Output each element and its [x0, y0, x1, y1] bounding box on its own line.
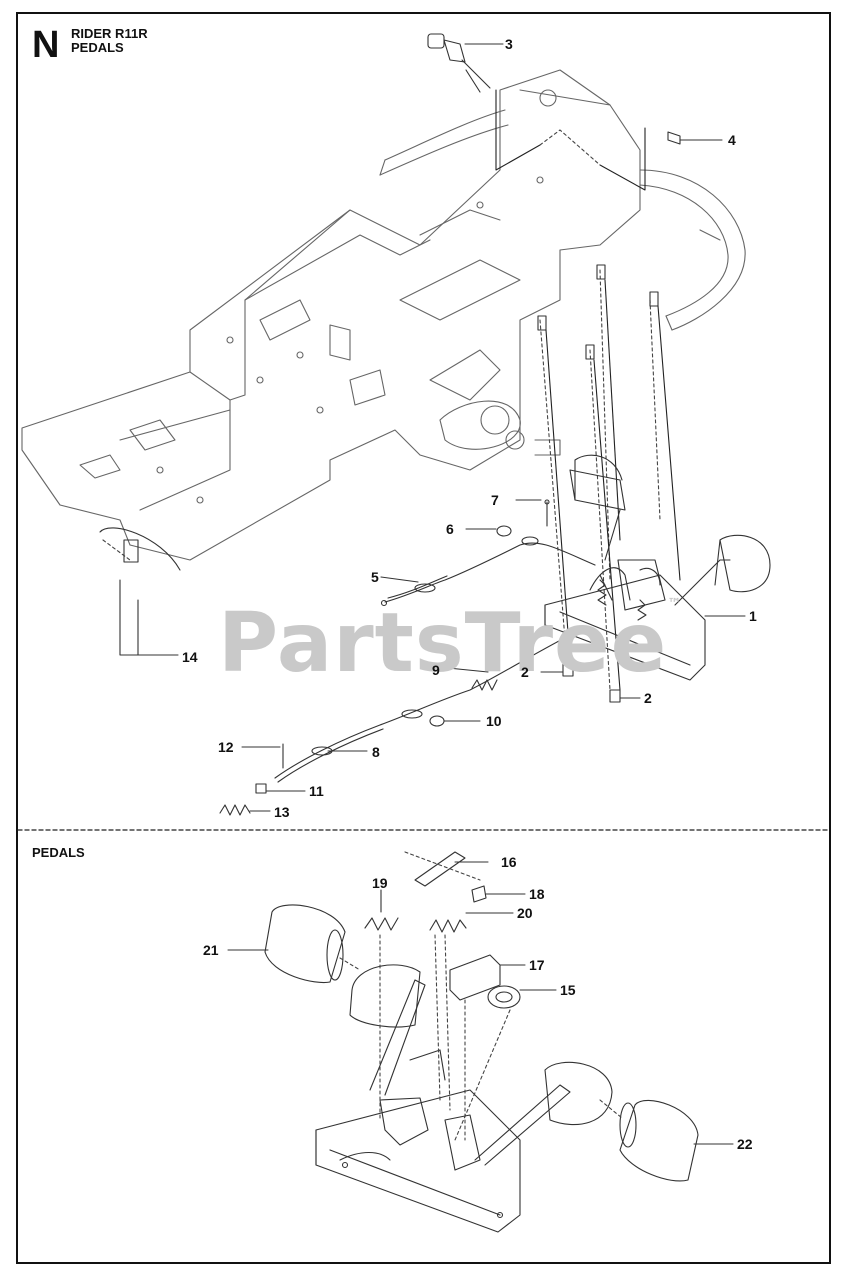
watermark-trademark: ™: [667, 596, 683, 612]
clip-part-11: [255, 783, 306, 794]
pedal-pad-part-21: [227, 904, 346, 984]
plate-part-16: [414, 851, 489, 887]
screw-part-4: [667, 131, 723, 145]
callout-13[interactable]: 13: [274, 804, 290, 820]
callout-6[interactable]: 6: [446, 521, 454, 537]
watermark-text: PartsTree: [218, 596, 668, 691]
pedal-arm-left: [349, 964, 426, 1096]
pedal-pad-part-22: [619, 1099, 734, 1182]
spring-part-19: [364, 889, 399, 931]
callout-4[interactable]: 4: [728, 132, 736, 148]
bolt-part-2a: [540, 663, 574, 677]
section-letter: N: [32, 24, 60, 66]
callout-21[interactable]: 21: [203, 942, 219, 958]
title-line-2: PEDALS: [71, 40, 124, 55]
cable-part-5: [380, 536, 596, 607]
chassis-frame: [21, 69, 746, 561]
watermark: PartsTree™: [218, 596, 682, 691]
cable-part-8: [274, 629, 581, 783]
pedal-arm-right: [474, 1061, 613, 1166]
callout-12[interactable]: 12: [218, 739, 234, 755]
callout-8[interactable]: 8: [372, 744, 380, 760]
callout-17[interactable]: 17: [529, 957, 545, 973]
callout-16[interactable]: 16: [501, 854, 517, 870]
switch-part-3: [427, 33, 504, 93]
drawing-frame: [16, 12, 831, 1264]
callout-2a[interactable]: 2: [521, 664, 529, 680]
callout-11[interactable]: 11: [309, 783, 324, 799]
callout-19[interactable]: 19: [372, 875, 388, 891]
springs-top: [597, 579, 647, 621]
callout-18[interactable]: 18: [529, 886, 545, 902]
callout-3[interactable]: 3: [505, 36, 513, 52]
wiring-lines: [495, 89, 646, 191]
callout-20[interactable]: 20: [517, 905, 533, 921]
callout-9[interactable]: 9: [432, 662, 440, 678]
rod-part-14: [99, 527, 181, 656]
spring-part-13: [219, 804, 271, 816]
pin-part-7: [515, 499, 550, 527]
section-title: PEDALS: [32, 845, 85, 860]
bushing-part-15: [487, 985, 557, 1009]
spring-part-9: [447, 667, 498, 691]
callout-1[interactable]: 1: [749, 608, 757, 624]
callout-2b[interactable]: 2: [644, 690, 652, 706]
page-title: RIDER R11R PEDALS: [71, 27, 148, 55]
callout-15[interactable]: 15: [560, 982, 576, 998]
block-part-17: [449, 954, 526, 1001]
callout-5[interactable]: 5: [371, 569, 379, 585]
washer-part-6: [465, 525, 512, 537]
pin-part-12: [241, 743, 284, 769]
spring-part-20: [429, 912, 514, 933]
callout-22[interactable]: 22: [737, 1136, 753, 1152]
pin-part-18: [471, 885, 526, 903]
stud-bolts: [537, 264, 659, 360]
callout-7[interactable]: 7: [491, 492, 499, 508]
callout-10[interactable]: 10: [486, 713, 502, 729]
callout-14[interactable]: 14: [182, 649, 198, 665]
washer-part-10: [429, 715, 481, 727]
bolt-part-2b: [609, 689, 641, 703]
title-line-1: RIDER R11R: [71, 26, 148, 41]
pedal-assembly-1: [544, 454, 771, 681]
pedal-base-plate: [315, 1049, 521, 1233]
